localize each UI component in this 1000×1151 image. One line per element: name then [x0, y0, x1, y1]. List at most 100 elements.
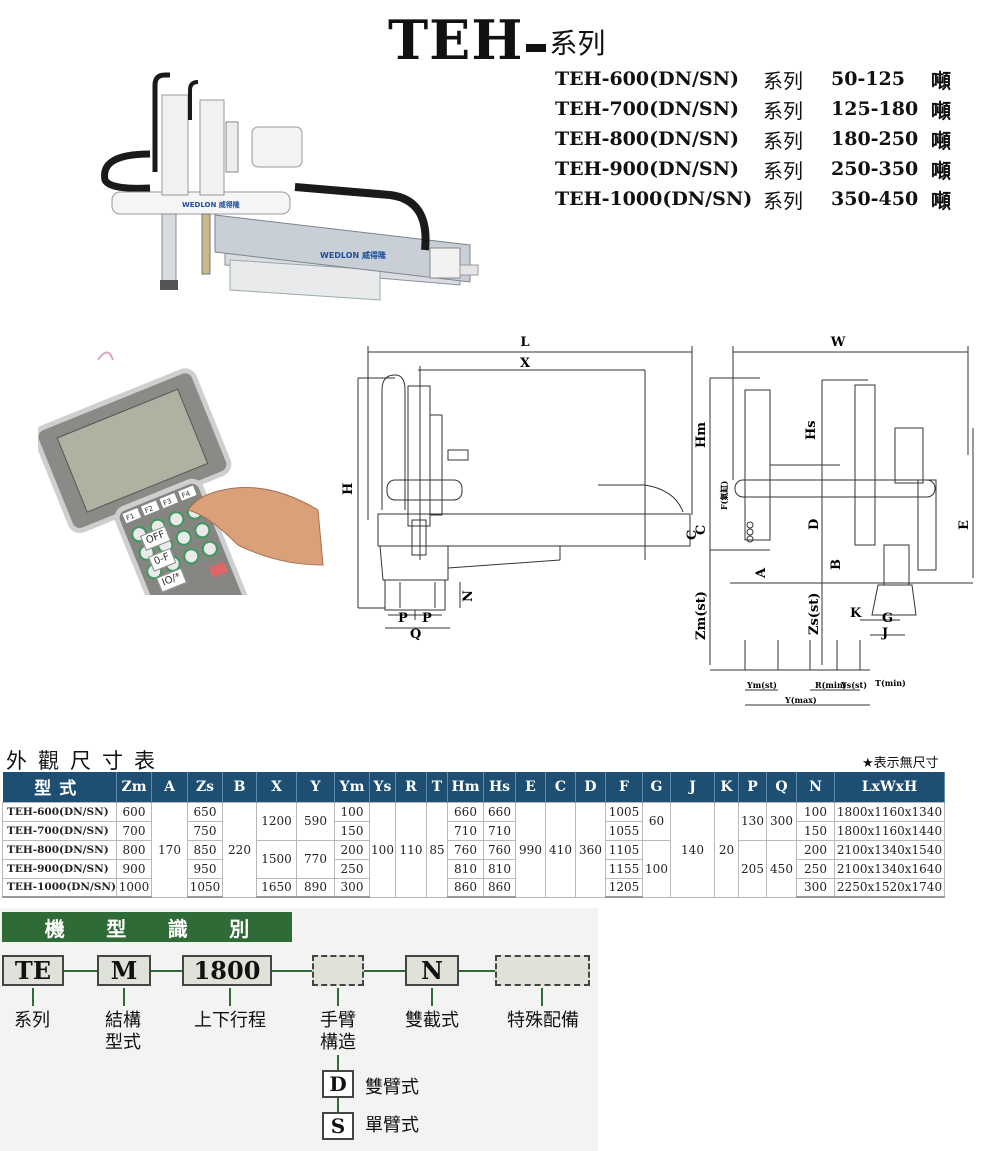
label-special: 特殊配備	[507, 1010, 579, 1031]
cell-lwh: 2100x1340x1540	[834, 839, 945, 860]
title-suffix: 系列	[549, 27, 606, 60]
cell-ys: 100	[369, 801, 396, 898]
code-box-stroke: 1800	[182, 955, 272, 986]
cell-model: TEH-800(DN/SN)	[2, 839, 117, 860]
col-hs: Hs	[483, 772, 516, 802]
cell-hs: 810	[483, 858, 516, 879]
dim-X: X	[520, 356, 531, 371]
series-unit: 噸	[931, 128, 951, 153]
cell-a: 170	[151, 801, 188, 898]
label-series: 系列	[14, 1010, 50, 1031]
cell-p: 130	[738, 801, 767, 841]
code-box-series: TE	[2, 955, 64, 986]
series-range: 125-180	[831, 98, 919, 120]
table-title: 外觀尺寸表	[6, 749, 166, 773]
dim-B: B	[829, 559, 844, 570]
cell-f: 1105	[605, 839, 643, 860]
connector-tick	[123, 988, 125, 1006]
cell-zs: 850	[187, 839, 223, 860]
table-row: TEH-700(DN/SN) 700 750 150 710 710 1055 …	[2, 820, 945, 841]
cell-lwh: 1800x1160x1340	[834, 801, 945, 822]
series-range: 350-450	[831, 188, 919, 210]
cell-zm: 900	[116, 858, 152, 879]
series-model: TEH-600(DN/SN)	[555, 68, 739, 90]
cell-n: 300	[796, 877, 835, 898]
model-identification-panel	[0, 908, 598, 1151]
cell-ym: 150	[334, 820, 370, 841]
cell-ym: 300	[334, 877, 370, 898]
col-zm: Zm	[116, 772, 152, 802]
col-e: E	[515, 772, 546, 802]
dim-T: T(min)	[875, 678, 906, 688]
brand-label-beam: WEDLON 威得隆	[320, 250, 387, 260]
cell-f: 1055	[605, 820, 643, 841]
col-k: K	[714, 772, 739, 802]
col-p: P	[738, 772, 767, 802]
series-label: 系列	[763, 158, 803, 183]
cell-model: TEH-700(DN/SN)	[2, 820, 117, 841]
series-label: 系列	[763, 188, 803, 213]
connector-tick	[229, 988, 231, 1006]
table-row: TEH-800(DN/SN) 800 850 1500 770 200 760 …	[2, 839, 945, 898]
dim-E: E	[957, 520, 972, 530]
title-dash	[526, 44, 547, 52]
cell-hm: 810	[447, 858, 484, 879]
dim-J: J	[881, 626, 888, 641]
cell-q: 300	[766, 801, 797, 841]
cell-lwh: 2100x1340x1640	[834, 858, 945, 879]
series-model: TEH-1000(DN/SN)	[555, 188, 753, 210]
code-box-arm	[312, 955, 364, 986]
col-d: D	[575, 772, 606, 802]
col-q: Q	[766, 772, 797, 802]
dim-W: W	[830, 335, 846, 350]
dim-A: A	[754, 567, 769, 579]
series-label: 系列	[763, 68, 803, 93]
cell-zm: 700	[116, 820, 152, 841]
table-row: TEH-600(DN/SN) 600 170 650 220 1200 590 …	[2, 801, 945, 898]
ident-title-char: 機	[44, 916, 65, 941]
cell-zm: 1000	[116, 877, 152, 898]
col-j: J	[670, 772, 715, 802]
series-unit: 噸	[931, 158, 951, 183]
connector-tick	[337, 988, 339, 1006]
model-identification-title: 機 型 識 別	[2, 912, 292, 942]
ident-title-char: 識	[167, 916, 188, 941]
title-main: TEH	[388, 8, 524, 72]
cell-q: 450	[766, 839, 797, 898]
dim-K: K	[850, 606, 862, 621]
code-box-structure: M	[97, 955, 151, 986]
dim-F: F(氣缸)	[719, 481, 729, 510]
cell-hs: 710	[483, 820, 516, 841]
key-f4	[178, 485, 197, 501]
cell-model: TEH-1000(DN/SN)	[2, 877, 117, 898]
table-row: TEH-900(DN/SN) 900 950 250 810 810 1155 …	[2, 858, 945, 879]
series-unit: 噸	[931, 188, 951, 213]
col-x: X	[256, 772, 297, 802]
cell-zs: 1050	[187, 877, 223, 898]
key-f1-label: F1	[125, 512, 136, 523]
series-unit: 噸	[931, 98, 951, 123]
col-n: N	[796, 772, 835, 802]
col-a: A	[151, 772, 188, 802]
col-y: Y	[296, 772, 335, 802]
label-stroke: 上下行程	[194, 1010, 266, 1031]
dim-P1: P	[398, 611, 408, 626]
dim-P2: P	[422, 611, 432, 626]
dim-Zs: Zs(st)	[807, 593, 822, 635]
cell-ym: 250	[334, 858, 370, 879]
cell-model: TEH-900(DN/SN)	[2, 858, 117, 879]
ident-title-char: 型	[106, 916, 127, 941]
cell-x: 1500	[256, 839, 297, 879]
col-zs: Zs	[187, 772, 223, 802]
col-lwh: LxWxH	[834, 772, 945, 802]
cell-e: 990	[515, 801, 546, 898]
cell-t: 85	[426, 801, 448, 898]
cell-zm: 800	[116, 839, 152, 860]
dim-Ym: Ym(st)	[746, 680, 777, 690]
series-model: TEH-900(DN/SN)	[555, 158, 739, 180]
col-ym: Ym	[334, 772, 370, 802]
cell-hs: 860	[483, 877, 516, 898]
cell-y: 590	[296, 801, 335, 841]
